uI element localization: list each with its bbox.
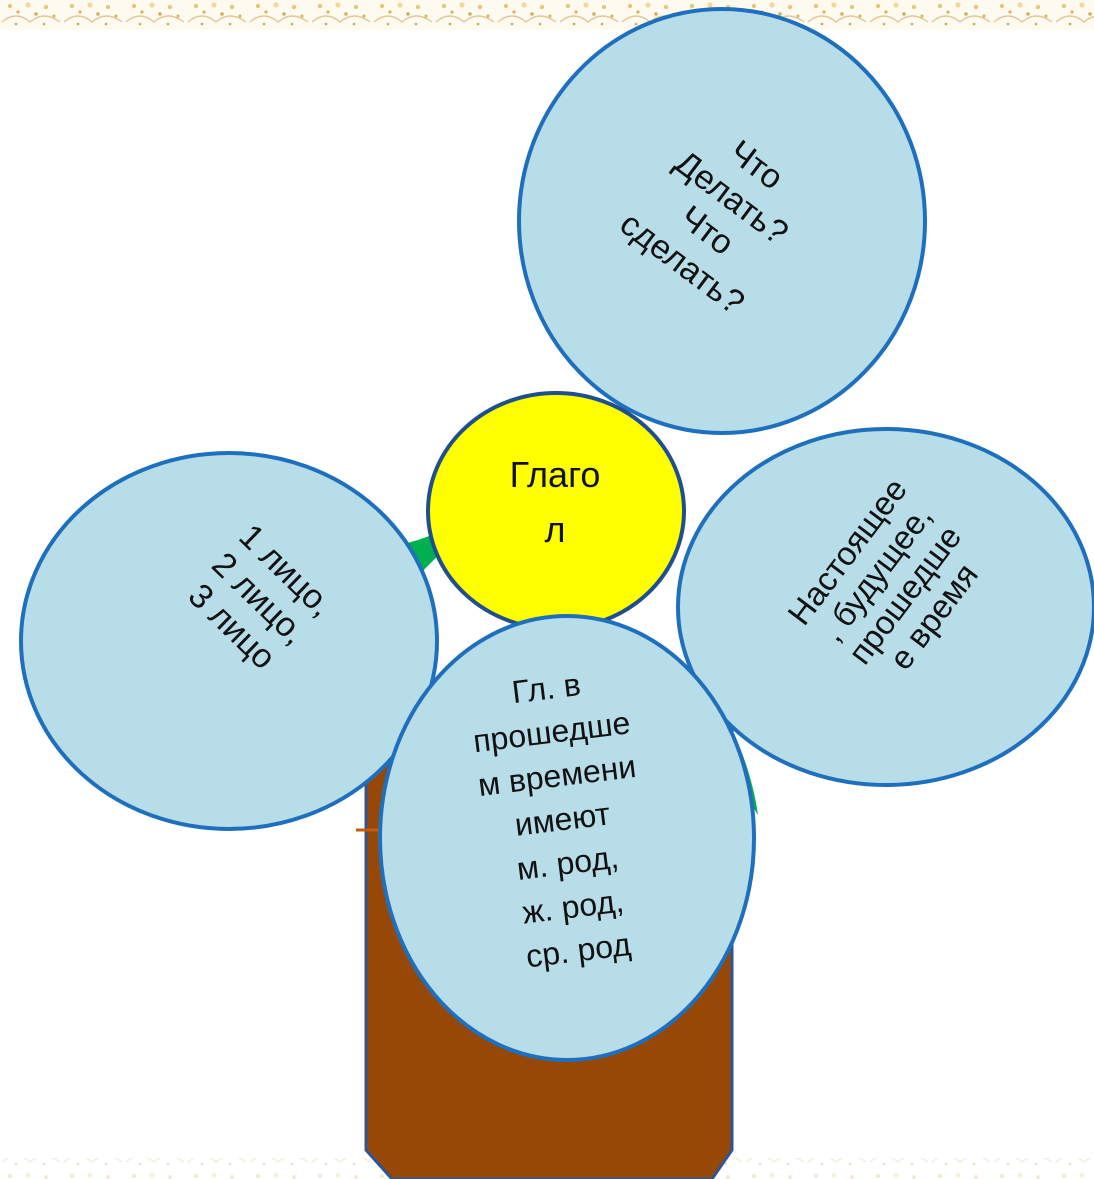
petal-past-tense [378, 614, 756, 1062]
petal-questions [517, 7, 927, 435]
border-ornament-top [0, 0, 1094, 30]
flower-center [426, 391, 686, 631]
petal-tenses [676, 427, 1094, 787]
petal-persons [19, 451, 439, 831]
